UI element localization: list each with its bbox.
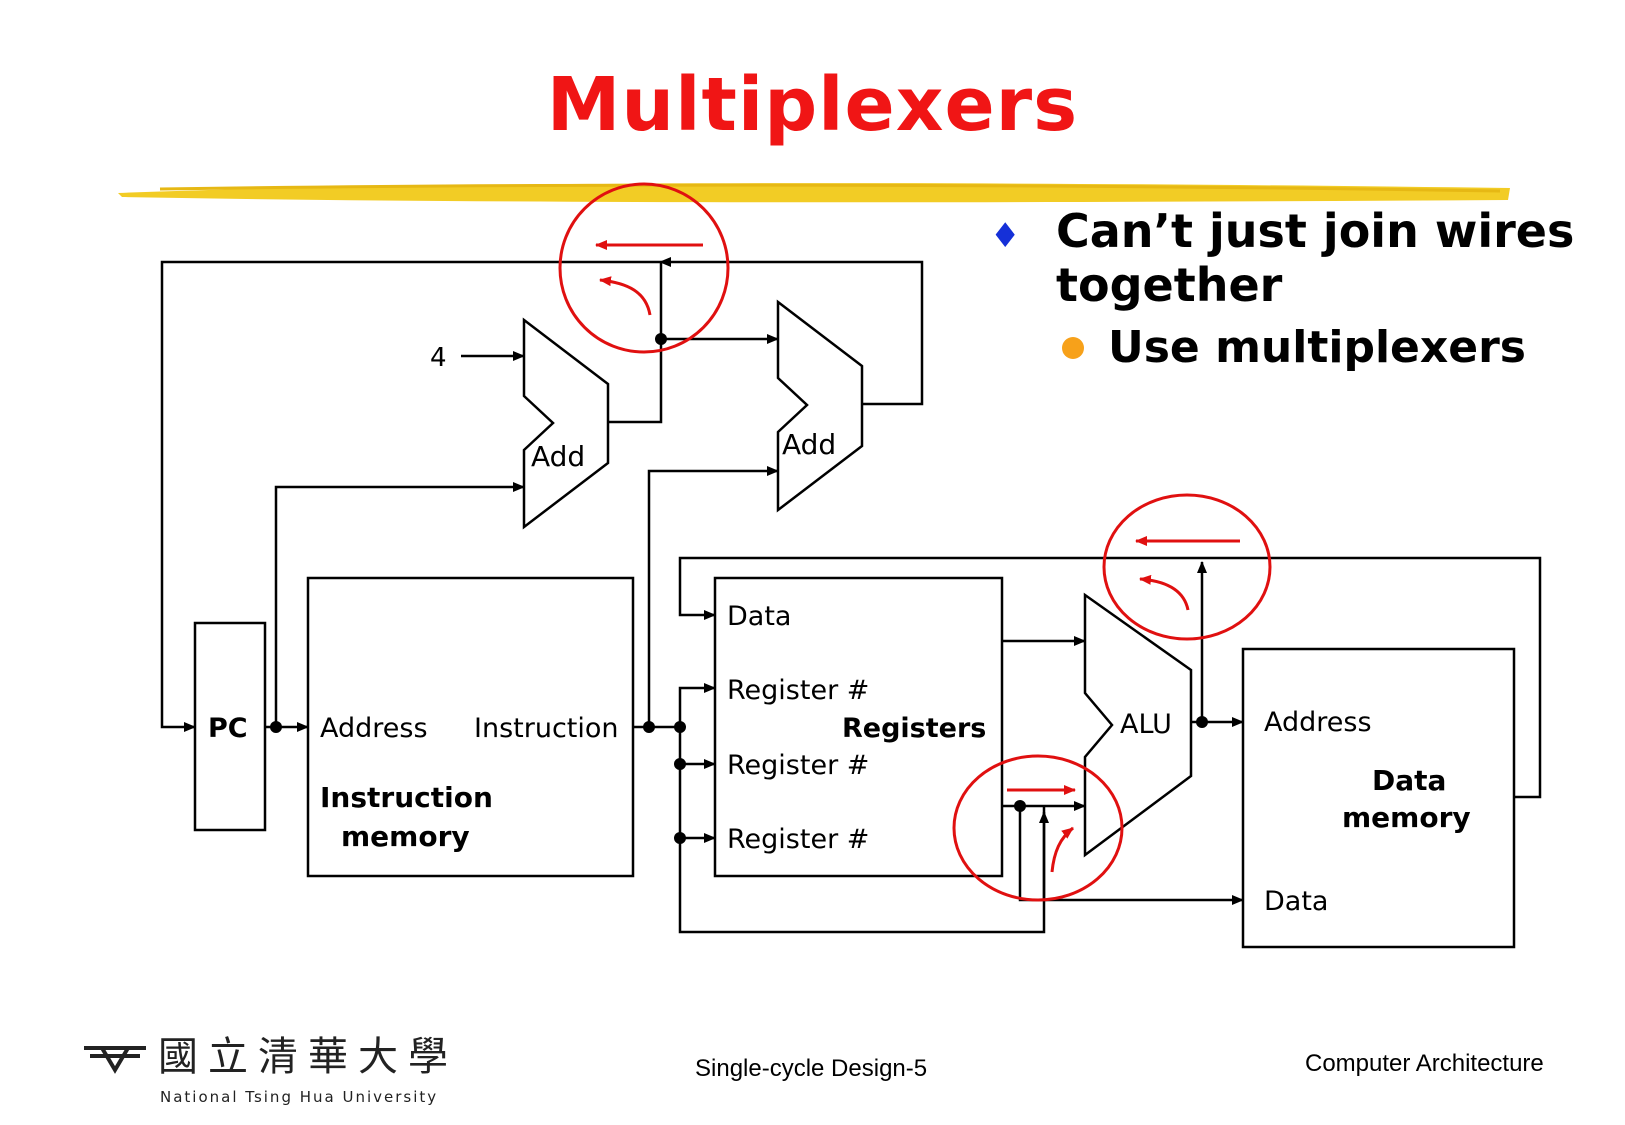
junction-dot xyxy=(674,721,686,733)
wire-instr-to-adder2 xyxy=(647,466,779,727)
wire-to-reg1 xyxy=(678,683,716,727)
dmem-address-label: Address xyxy=(1264,707,1372,738)
junction-dot xyxy=(1014,800,1026,812)
junction-dot xyxy=(1196,716,1208,728)
imem-address-label: Address xyxy=(320,713,428,744)
junction-dot xyxy=(270,721,282,733)
junction-dot xyxy=(643,721,655,733)
reg-register-2-label: Register # xyxy=(727,750,869,781)
reg-data-label: Data xyxy=(727,601,791,632)
adder-1-shape xyxy=(522,317,610,530)
title-underline-swash xyxy=(118,183,1510,203)
reg-register-3-label: Register # xyxy=(727,824,869,855)
adder-2-label: Add xyxy=(782,428,836,461)
course-name-label: Computer Architecture xyxy=(1305,1050,1544,1077)
wire-reg-to-dmem-data xyxy=(1018,806,1244,905)
conflict-arrow-curved xyxy=(1139,574,1190,611)
conflict-circle-writeback xyxy=(1102,493,1272,641)
register-file-block xyxy=(713,576,1004,878)
wire-writeback-to-reg-data xyxy=(678,556,1542,799)
pc-label: PC xyxy=(208,713,248,744)
slide-title: Multiplexers xyxy=(546,62,1079,148)
university-logo: 國立清華大學 National Tsing Hua University xyxy=(80,1030,460,1110)
imem-name-line2: memory xyxy=(341,820,470,853)
adder-2-shape xyxy=(776,299,864,513)
imem-instruction-label: Instruction xyxy=(474,713,619,744)
alu-label: ALU xyxy=(1120,709,1172,740)
wire-pc-to-adder1 xyxy=(274,482,525,727)
dot-bullet-icon xyxy=(1062,337,1084,359)
wire-adder2-feedback xyxy=(659,257,924,406)
imem-name-line1: Instruction xyxy=(320,781,493,814)
university-emblem-icon xyxy=(84,1046,146,1074)
reg-register-1-label: Register # xyxy=(727,675,869,706)
wire-adder1-out xyxy=(608,262,663,424)
dmem-name-line1: Data xyxy=(1372,764,1446,797)
registers-name: Registers xyxy=(842,713,986,744)
slide-number-label: Single-cycle Design-5 xyxy=(695,1055,928,1082)
adder-1-label: Add xyxy=(531,440,585,473)
conflict-circle-alu-input xyxy=(952,754,1124,902)
conflict-arrow-curved xyxy=(1050,826,1074,873)
wire-next-pc-feedback xyxy=(160,260,660,732)
junction-dot xyxy=(655,333,667,345)
logo-english-name: National Tsing Hua University xyxy=(160,1088,439,1106)
conflict-arrow-curved xyxy=(599,276,652,316)
junction-dot xyxy=(674,832,686,844)
diamond-bullet-icon: ♦ xyxy=(990,216,1021,256)
dmem-name-line2: memory xyxy=(1342,801,1471,834)
logo-chinese-name: 國立清華大學 xyxy=(158,1034,458,1080)
junction-dot xyxy=(674,758,686,770)
constant-four-label: 4 xyxy=(430,343,447,373)
dmem-data-label: Data xyxy=(1264,886,1328,917)
conflict-circle-pc xyxy=(558,182,730,354)
